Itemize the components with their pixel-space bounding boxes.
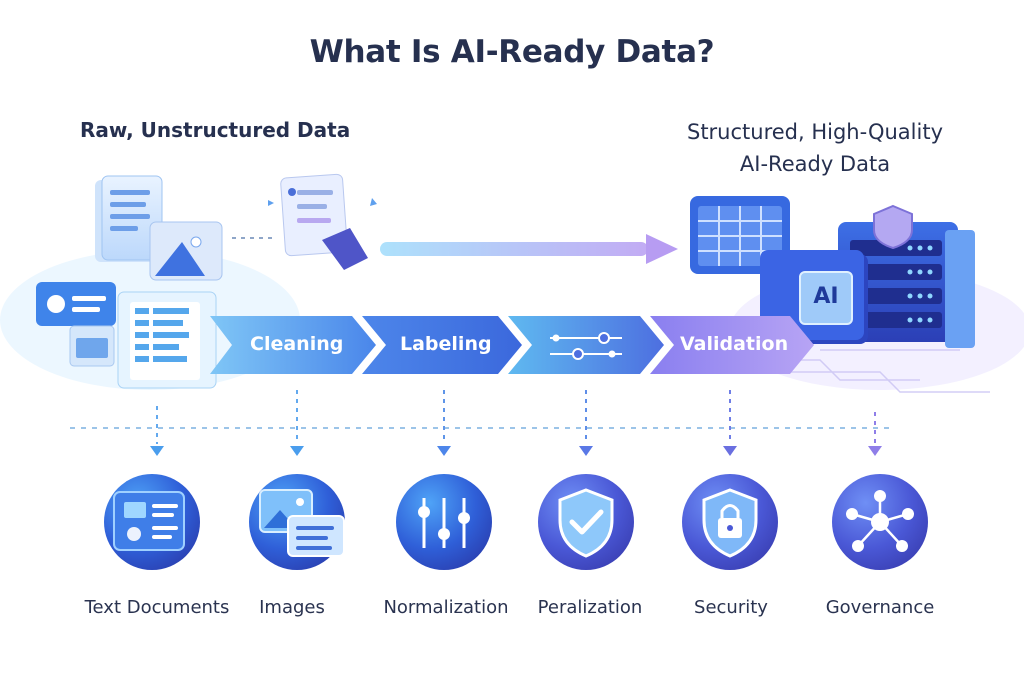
category-label-normalization: Normalization <box>383 597 509 618</box>
chevron-cleaning <box>210 316 376 374</box>
normalization-icon <box>396 474 492 570</box>
profile-card-icon <box>36 282 116 326</box>
clipboard-doc-icon <box>268 173 377 270</box>
stage-label-labeling: Labeling <box>400 333 492 355</box>
category-label-security: Security <box>694 597 768 618</box>
raw-data-heading: Raw, Unstructured Data <box>80 118 351 142</box>
raw-documents-icon <box>95 175 223 281</box>
category-label-images: Images <box>259 597 325 618</box>
drop-arrowheads <box>150 446 882 456</box>
chevron-validation <box>650 316 814 374</box>
stage-chevrons <box>210 316 814 374</box>
stage-label-validation: Validation <box>680 333 789 355</box>
big-flow-arrow <box>380 234 678 264</box>
sliders-icon <box>550 332 622 360</box>
chevron-normalization <box>508 316 664 374</box>
network-icon <box>832 474 928 570</box>
lock-shield-icon <box>682 474 778 570</box>
shield-check-icon <box>538 474 634 570</box>
images-icon <box>249 474 345 570</box>
ai-ready-heading-line2: AI-Ready Data <box>739 152 891 176</box>
spreadsheet-doc-icon <box>69 291 217 389</box>
ai-ready-heading: Structured, High-Quality AI-Ready Data <box>650 116 980 180</box>
text-documents-icon <box>104 474 200 570</box>
category-label-peralization: Peralization <box>537 597 643 618</box>
drop-lines <box>156 390 876 444</box>
category-label-governance: Governance <box>825 597 935 618</box>
category-label-text-documents: Text Documents <box>84 597 230 618</box>
page-title: What Is AI-Ready Data? <box>309 34 715 70</box>
ai-ready-heading-line1: Structured, High-Quality <box>686 120 944 144</box>
stage-label-cleaning: Cleaning <box>250 333 344 355</box>
shield-icon <box>873 204 913 250</box>
chevron-labeling <box>362 316 522 374</box>
ai-badge-label: AI <box>813 284 839 309</box>
